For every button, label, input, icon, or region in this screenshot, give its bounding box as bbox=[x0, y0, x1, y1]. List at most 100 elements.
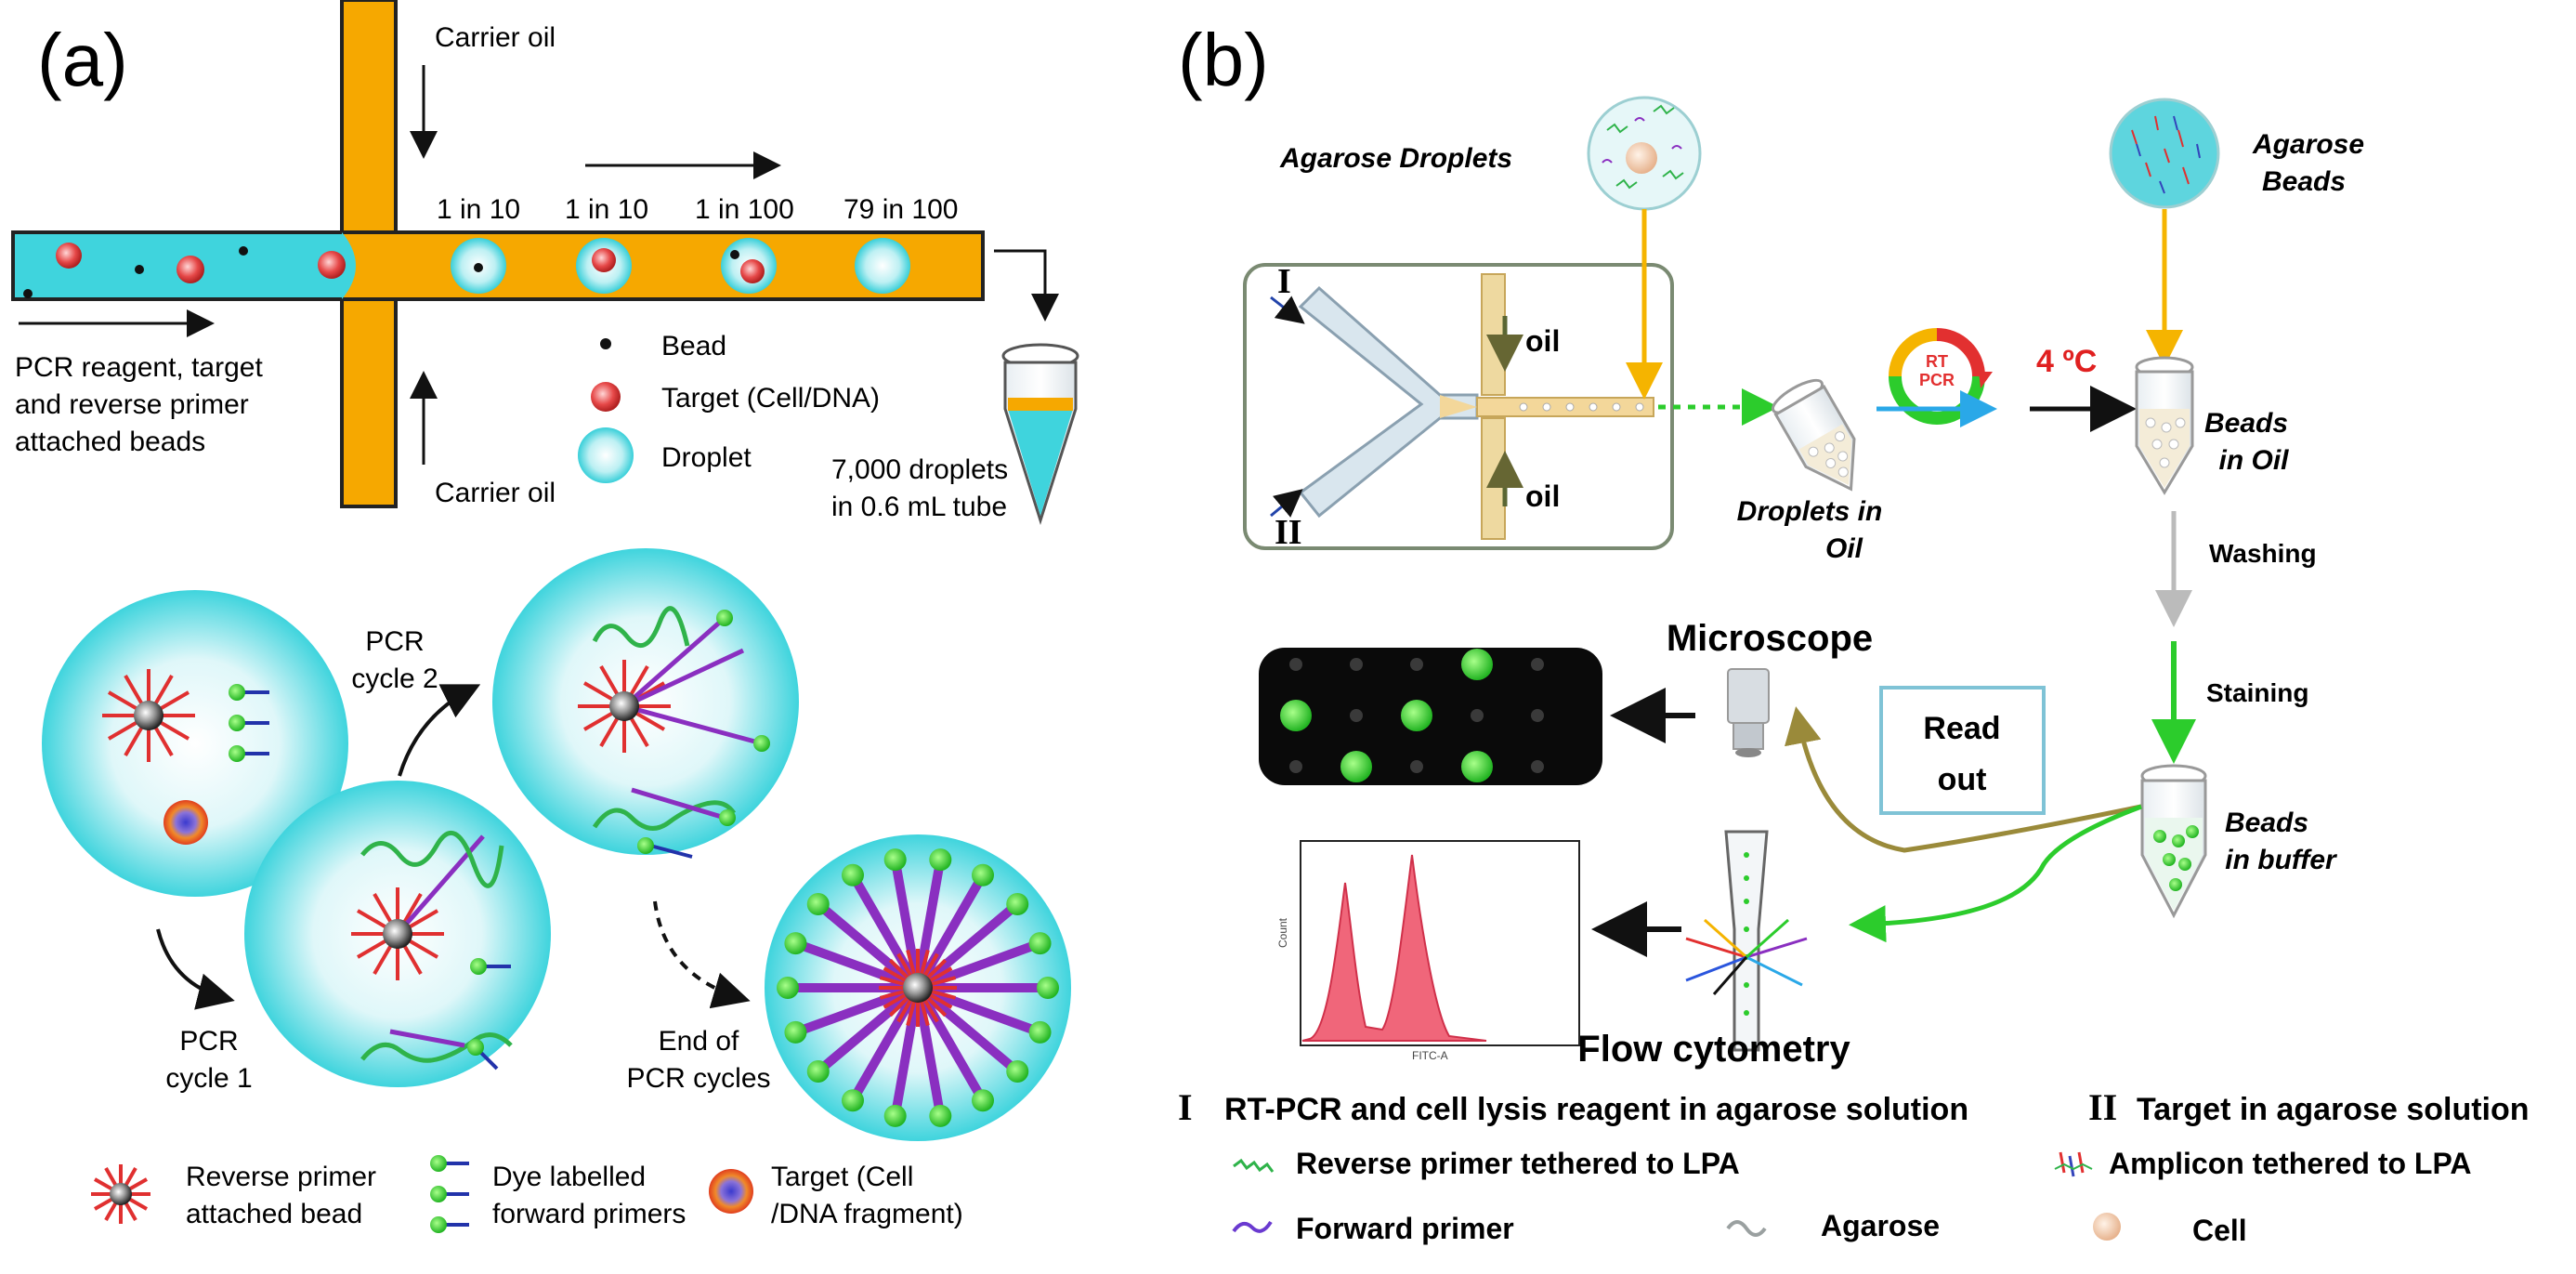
beads-in-oil-label: Beads bbox=[2204, 408, 2288, 439]
cycle1-label: cycle 1 bbox=[165, 1063, 252, 1094]
droplet-cycle2 bbox=[492, 548, 799, 859]
cycle1-label: PCR bbox=[179, 1026, 238, 1057]
agarose-droplets-label: Agarose Droplets bbox=[1279, 143, 1512, 174]
hist-y-axis-label: Count bbox=[1276, 917, 1289, 948]
panel-b-label: (b) bbox=[1178, 19, 1269, 101]
bead-icon bbox=[600, 338, 611, 349]
to-microscope-arrow bbox=[1785, 706, 2142, 853]
reverse-primer-lpa-icon bbox=[1233, 1158, 1275, 1173]
to-flow-arrow bbox=[1849, 804, 2142, 943]
end-cycle-arrow bbox=[653, 900, 751, 1009]
inlet-caption: attached beads bbox=[15, 427, 205, 457]
target-icon bbox=[592, 248, 616, 272]
inlet-II-label: II bbox=[1275, 513, 1302, 552]
droplet-icon bbox=[855, 238, 910, 294]
agarose-bead-icon bbox=[2109, 98, 2220, 209]
legend-target-cell: Target (Cell bbox=[771, 1162, 913, 1192]
ratio-label: 79 in 100 bbox=[843, 194, 958, 225]
bead-icon bbox=[474, 263, 483, 272]
legend-target: Target (Cell/DNA) bbox=[661, 383, 880, 414]
hist-x-axis-label: FITC-A bbox=[1412, 1049, 1448, 1062]
legend-forward-primer: Forward primer bbox=[1296, 1212, 1514, 1245]
microscope-label: Microscope bbox=[1667, 618, 1873, 659]
legend-bead: Bead bbox=[661, 331, 726, 361]
legend-dye-primers: Dye labelled bbox=[492, 1162, 646, 1192]
legend-cell: Cell bbox=[2192, 1214, 2247, 1247]
inlet-II-arrow bbox=[1270, 489, 1303, 518]
dye-primer-icon bbox=[430, 1155, 469, 1233]
cycle1-arrow bbox=[156, 928, 235, 1010]
bead-icon bbox=[239, 246, 248, 256]
amplicon-lpa-icon bbox=[2054, 1151, 2093, 1177]
target-icon bbox=[56, 243, 82, 269]
inlet-I-arrow bbox=[1270, 296, 1305, 324]
legend-amplicon-lpa: Amplicon tethered to LPA bbox=[2109, 1147, 2472, 1180]
cycle2-arrow bbox=[398, 684, 481, 777]
legend-I-text: RT-PCR and cell lysis reagent in agarose… bbox=[1224, 1092, 1968, 1127]
end-label: PCR cycles bbox=[626, 1063, 770, 1094]
legend-II-text: Target in agarose solution bbox=[2137, 1092, 2530, 1127]
end-label: End of bbox=[659, 1026, 739, 1057]
ratio-label: 1 in 10 bbox=[565, 194, 648, 225]
droplets-in-oil-label: Droplets in bbox=[1737, 496, 1883, 527]
droplets-tube-icon bbox=[1772, 378, 1856, 492]
beads-in-oil-label: in Oil bbox=[2219, 445, 2290, 476]
agarose-beads-label: Agarose bbox=[2252, 129, 2364, 160]
washing-label: Washing bbox=[2209, 539, 2317, 568]
ratio-label: 1 in 100 bbox=[695, 194, 794, 225]
read-out-label: out bbox=[1938, 762, 1987, 797]
legend-agarose: Agarose bbox=[1821, 1209, 1940, 1242]
droplets-in-oil-label: Oil bbox=[1825, 533, 1863, 564]
staining-label: Staining bbox=[2206, 678, 2308, 707]
outlet-to-tube-arrow bbox=[994, 249, 1059, 322]
inlet-I-label: I bbox=[1277, 262, 1291, 301]
legend-dye-primers: forward primers bbox=[492, 1199, 686, 1229]
agarose-beads-label: Beads bbox=[2262, 166, 2346, 197]
oil-bottom-label: oil bbox=[1525, 479, 1560, 513]
microscope-objective-icon bbox=[1727, 668, 1770, 757]
inlet-meniscus bbox=[342, 232, 356, 299]
flow-cell-icon bbox=[1685, 830, 1808, 1052]
legend-droplet: Droplet bbox=[661, 442, 752, 473]
cycle2-label: cycle 2 bbox=[351, 663, 438, 694]
beads-in-oil-tube-icon bbox=[2135, 356, 2194, 495]
beads-in-buffer-label: Beads bbox=[2225, 808, 2308, 838]
inlet-caption: and reverse primer bbox=[15, 389, 249, 420]
panel-a-label: (a) bbox=[37, 19, 128, 101]
beads-in-buffer-tube-icon bbox=[2140, 764, 2207, 919]
legend-I-marker: I bbox=[1178, 1086, 1193, 1128]
cycle2-label: PCR bbox=[365, 626, 424, 657]
oil-top-label: oil bbox=[1525, 324, 1560, 358]
bead-icon bbox=[23, 289, 33, 298]
droplet-icon bbox=[578, 427, 634, 483]
cell-icon bbox=[2093, 1213, 2121, 1241]
agarose-droplet-icon bbox=[1587, 96, 1702, 211]
flow-histogram: Count FITC-A bbox=[1276, 840, 1580, 1062]
legend-target-cell: /DNA fragment) bbox=[771, 1199, 963, 1229]
rtpcr-label: PCR bbox=[1919, 371, 1955, 389]
legend-reverse-primer: attached bead bbox=[186, 1199, 362, 1229]
rtpcr-label: RT bbox=[1926, 352, 1948, 371]
bead-icon bbox=[135, 265, 144, 274]
agarose-icon bbox=[1726, 1220, 1767, 1237]
collection-tube-icon bbox=[1001, 343, 1079, 525]
target-icon bbox=[591, 382, 621, 412]
bead-icon bbox=[730, 250, 739, 259]
legend-reverse-primer-lpa: Reverse primer tethered to LPA bbox=[1296, 1147, 1740, 1180]
target-icon bbox=[740, 259, 765, 283]
droplet-cycle1 bbox=[244, 781, 551, 1087]
reverse-primer-bead-icon bbox=[91, 1164, 150, 1224]
droplet-end bbox=[765, 834, 1071, 1141]
beads-in-buffer-label: in buffer bbox=[2225, 845, 2338, 875]
temperature-label: 4 ºC bbox=[2036, 344, 2097, 379]
microscope-beads bbox=[1280, 649, 1544, 782]
flow-cytometry-label: Flow cytometry bbox=[1577, 1029, 1850, 1070]
ratio-label: 1 in 10 bbox=[437, 194, 520, 225]
legend-reverse-primer: Reverse primer bbox=[186, 1162, 376, 1192]
droplet-start bbox=[42, 590, 348, 897]
tube-caption: 7,000 droplets bbox=[831, 454, 1008, 485]
carrier-oil-top-label: Carrier oil bbox=[435, 22, 556, 53]
target-icon bbox=[318, 251, 346, 279]
inlet-caption: PCR reagent, target bbox=[15, 352, 263, 383]
